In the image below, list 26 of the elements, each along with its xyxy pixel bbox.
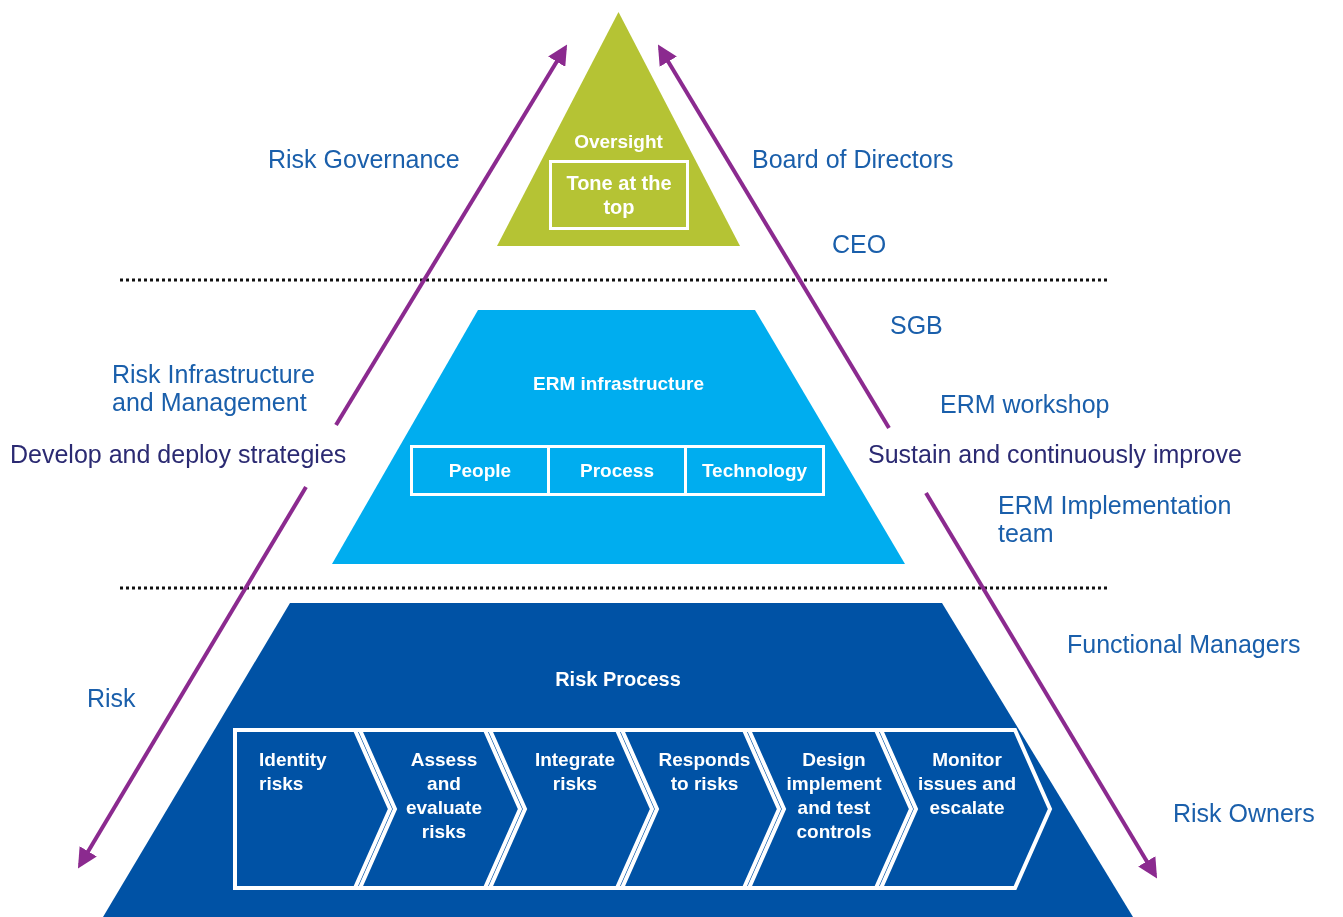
annotation-text: Risk: [87, 684, 136, 712]
step-text: Identity risks: [259, 748, 328, 796]
annotation-text: Risk Infrastructure and Management: [112, 360, 316, 416]
step-text: Responds to risks: [657, 748, 752, 796]
step-text: Integrate risks: [533, 748, 617, 796]
annotation-text: Risk Owners: [1173, 799, 1315, 827]
step-text: Design implement and test controls: [785, 748, 883, 844]
table-cell: Technology: [684, 445, 825, 496]
annotation-text: Risk Governance: [268, 145, 460, 173]
step-text: Assess and evaluate risks: [404, 748, 483, 844]
annotation-text: Board of Directors: [752, 145, 954, 173]
step-text: Monitor issues and escalate: [916, 748, 1018, 820]
table-cell: Process: [547, 445, 687, 496]
table-cell: People: [410, 445, 550, 496]
box-text: Tone at the top: [565, 171, 673, 219]
section-title: Risk Process: [554, 667, 682, 691]
annotation-text: Sustain and continuously improve: [868, 440, 1242, 468]
annotation-text: ERM Implementation team: [998, 491, 1233, 547]
section-title: Oversight: [573, 130, 664, 154]
annotation-text: Functional Managers: [1067, 630, 1301, 658]
annotation-text: Develop and deploy strategies: [10, 440, 347, 468]
framed-box: [549, 160, 689, 230]
section-title: ERM infrastructure: [532, 372, 705, 396]
annotation-text: SGB: [890, 311, 943, 339]
annotation-text: ERM workshop: [940, 390, 1110, 418]
annotation-text: CEO: [832, 230, 887, 258]
